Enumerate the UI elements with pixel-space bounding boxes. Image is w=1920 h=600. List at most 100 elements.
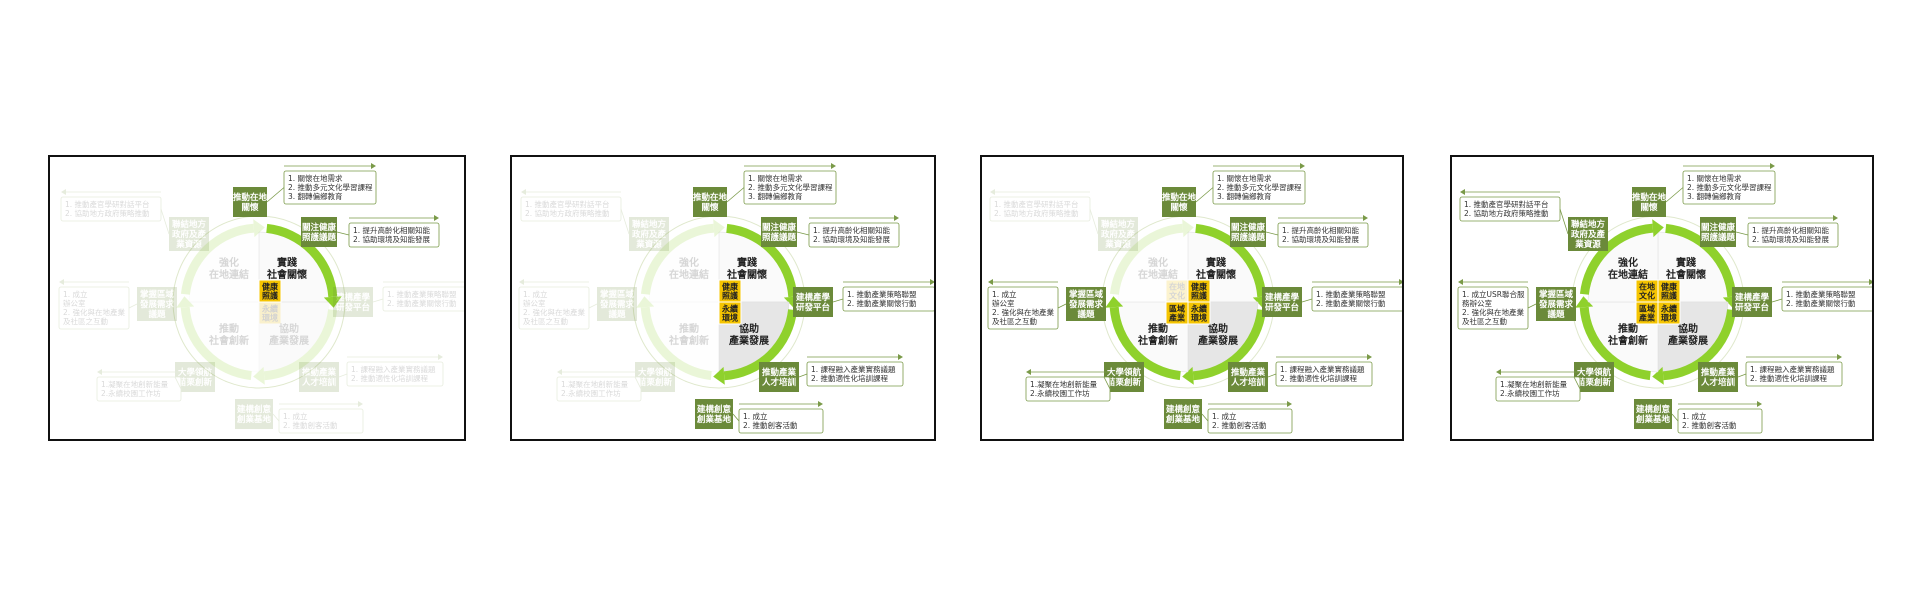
detail-box [96, 376, 182, 402]
detail-item: 2.永續校園工作坊 [561, 388, 621, 398]
quadrant-label-top-left: 強化在地連結 [1138, 256, 1178, 281]
core-label: 在地文化 [1639, 282, 1655, 301]
arrow-tip [988, 279, 993, 285]
node-box [1634, 399, 1672, 429]
detail-item: 2. 推動創客活動 [743, 420, 798, 430]
node-box [1632, 187, 1666, 217]
detail-item: 2. 推動創客活動 [1682, 420, 1737, 430]
quadrant-top-left: 強化在地連結 [1109, 219, 1194, 303]
node-label: 建構產學研發平台 [1734, 292, 1770, 313]
connector-line [1573, 376, 1581, 390]
detail-box [989, 196, 1091, 222]
cycle-arrow [180, 306, 252, 381]
arrow-tip [1367, 354, 1372, 360]
node-box [175, 362, 215, 392]
detail-item: 2. 推動產業關懷行動 [1316, 298, 1386, 308]
node-label: 建構產學研發平台 [335, 292, 371, 313]
quadrant-bottom-left: 推動社會創新 [176, 296, 260, 381]
arrow-head [1652, 219, 1664, 238]
node-box [301, 217, 337, 247]
arrow-tip [1757, 401, 1762, 407]
node-label: 關注健康照護議題 [1701, 222, 1736, 243]
cycle-arrow [640, 306, 712, 381]
detail-item: 2.永續校園工作坊 [101, 388, 161, 398]
node-label: 掌握區域發展需求議題 [599, 289, 635, 320]
node-label: 推動產業人才培訓 [762, 367, 797, 388]
node-label: 掌握區域發展需求議題 [1538, 289, 1574, 320]
detail-item: 1. 成立 [992, 289, 1017, 299]
connector-line [588, 303, 598, 309]
connector-line [796, 231, 810, 236]
detail-item: 2. 強化與在地產業 [992, 307, 1055, 317]
node-box [235, 399, 273, 429]
detail-item: 3. 翻轉偏鄉教育 [1687, 191, 1742, 201]
quadrant-fill [1117, 231, 1189, 303]
node-label: 大學領航苗栗創新 [1107, 367, 1142, 388]
detail-box [278, 408, 364, 434]
core-label: 永續環境 [261, 304, 278, 323]
detail-item: 辦公室 [523, 298, 546, 308]
detail-item: 1. 課程融入產業實務議題 [1280, 364, 1365, 374]
detail-item: 辦公室 [63, 298, 86, 308]
detail-item: 2. 推動多元文化學習課程 [1687, 182, 1772, 192]
detail-item: 1. 推動產業策略聯盟 [1316, 289, 1386, 299]
core-label: 區域產業 [1168, 304, 1186, 323]
detail-item: 及社區之互動 [1462, 316, 1507, 326]
core-cell-bottom-right: 永續環境 [1187, 301, 1211, 325]
diagram-s2: 實踐社會關懷協助產業發展推動社會創新強化在地連結健康照護永續環境推動在地關懷1.… [518, 163, 934, 434]
detail-item: 2. 推動適性化培訓課程 [1750, 373, 1828, 383]
node-label: 聯結地方政府及產業資源 [172, 219, 207, 250]
node-box [1732, 287, 1772, 317]
arrow-head [253, 366, 265, 385]
detail-item: 1. 成立 [1212, 411, 1237, 421]
quadrant-label-bottom-right: 協助產業發展 [728, 322, 769, 347]
arrow-tip [434, 215, 439, 221]
core-cell-bottom-left: 區域產業 [1635, 301, 1659, 325]
node-box [1104, 362, 1144, 392]
detail-item: 1. 成立 [63, 289, 88, 299]
connector-line [160, 208, 170, 235]
node-box [1698, 362, 1738, 392]
connector-line [1735, 231, 1749, 236]
node-box [693, 187, 727, 217]
connector-line [726, 187, 745, 203]
cycle-arrow [1195, 223, 1267, 298]
detail-item: 1. 提升高齡化相關知能 [813, 225, 891, 235]
quadrant-top-left: 強化在地連結 [640, 219, 725, 303]
cycle-arrow [180, 223, 255, 295]
connector-line [336, 231, 350, 236]
quadrant-bottom-left: 推動社會創新 [636, 296, 720, 381]
detail-item: 1.凝聚在地創新能量 [1500, 379, 1568, 389]
detail-item: 1.凝聚在地創新能量 [101, 379, 169, 389]
node-label: 掌握區域發展需求議題 [139, 289, 175, 320]
connector-line [732, 413, 740, 422]
node-label: 關注健康照護議題 [1231, 222, 1266, 243]
cycle-arrow [1109, 223, 1184, 295]
node-box [761, 217, 797, 247]
detail-item: 及社區之互動 [523, 316, 568, 326]
core-label: 健康照護 [722, 282, 739, 301]
detail-item: 2.永續校園工作坊 [1500, 388, 1560, 398]
node-box [793, 287, 833, 317]
core-cell-top-right: 健康照護 [718, 279, 742, 303]
detail-item: 1. 推動產業策略聯盟 [847, 289, 917, 299]
detail-item: 1. 成立 [743, 411, 768, 421]
arrow-tip [1869, 279, 1872, 285]
node-label: 掌握區域發展需求議題 [1068, 289, 1104, 320]
node-label: 建構創意創業基地 [1165, 404, 1201, 425]
node-box [629, 217, 669, 251]
node-box [1536, 287, 1576, 321]
diagram-s3: 實踐社會關懷協助產業發展推動社會創新強化在地連結健康照護永續環境區域產業在地文化… [987, 163, 1402, 434]
detail-item: 1. 推動產官學研對話平台 [1464, 199, 1549, 209]
detail-item: 1. 提升高齡化相關知能 [1282, 225, 1360, 235]
core-label: 健康照護 [262, 282, 279, 301]
core-cell-bottom-right: 永續環境 [258, 301, 282, 325]
